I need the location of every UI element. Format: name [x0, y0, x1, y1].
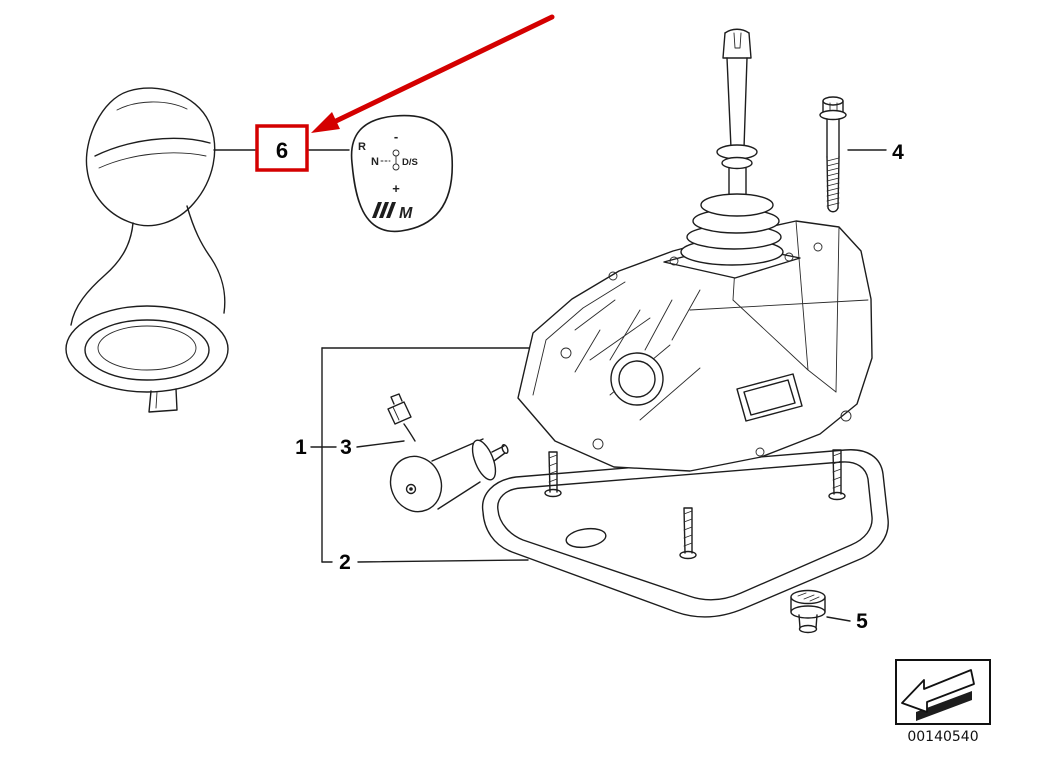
highlight-arrow-shaft: [333, 14, 555, 124]
image-part-number: 00140540: [907, 729, 978, 745]
highlight-arrow-head: [311, 112, 340, 133]
selector-housing-drawing: [517, 220, 873, 472]
direction-stamp: 00140540: [895, 659, 991, 745]
shift-gate-icon: [392, 149, 400, 157]
lock-switch-drawing: [387, 393, 509, 513]
callout-6: 6: [276, 138, 288, 163]
callout-1: 1: [295, 436, 307, 459]
callout-5: 5: [856, 610, 868, 633]
callout-3: 3: [340, 436, 352, 459]
callout-labels: 1 2 3 4 5: [295, 141, 904, 633]
highlight-annotation: 6: [255, 14, 555, 172]
shift-knob-drawing: [65, 87, 229, 413]
direction-arrow-shadow: [916, 691, 972, 721]
m-logo-icon: M: [372, 202, 413, 222]
emblem-reverse-label: R: [358, 141, 366, 153]
grommet-drawing: [790, 589, 826, 634]
bolt-drawing: [819, 96, 847, 213]
m-logo-letter: M: [399, 205, 413, 222]
gasket-hole: [565, 527, 607, 549]
shift-lever-shaft-drawing: [716, 28, 758, 199]
rectangular-opening: [736, 373, 803, 422]
gasket-plate-drawing: [481, 449, 889, 618]
callout-2: 2: [339, 551, 351, 574]
emblem-plus-label: +: [392, 181, 400, 196]
emblem-drive-sport-label: D/S: [402, 157, 418, 168]
rubber-boot-drawing: [680, 193, 784, 266]
knob-head: [85, 87, 216, 227]
highlight-box: [255, 124, 309, 172]
direction-arrow-icon: [901, 669, 975, 713]
leader-lines: [213, 149, 887, 622]
emblem-neutral-label: N: [371, 156, 379, 168]
knob-boot: [65, 305, 229, 393]
mounting-studs-drawing: [544, 449, 846, 560]
emblem-minus-label: -: [394, 129, 398, 144]
shift-pattern-emblem: R N D/S - + M: [350, 114, 454, 233]
callout-4: 4: [892, 141, 904, 164]
